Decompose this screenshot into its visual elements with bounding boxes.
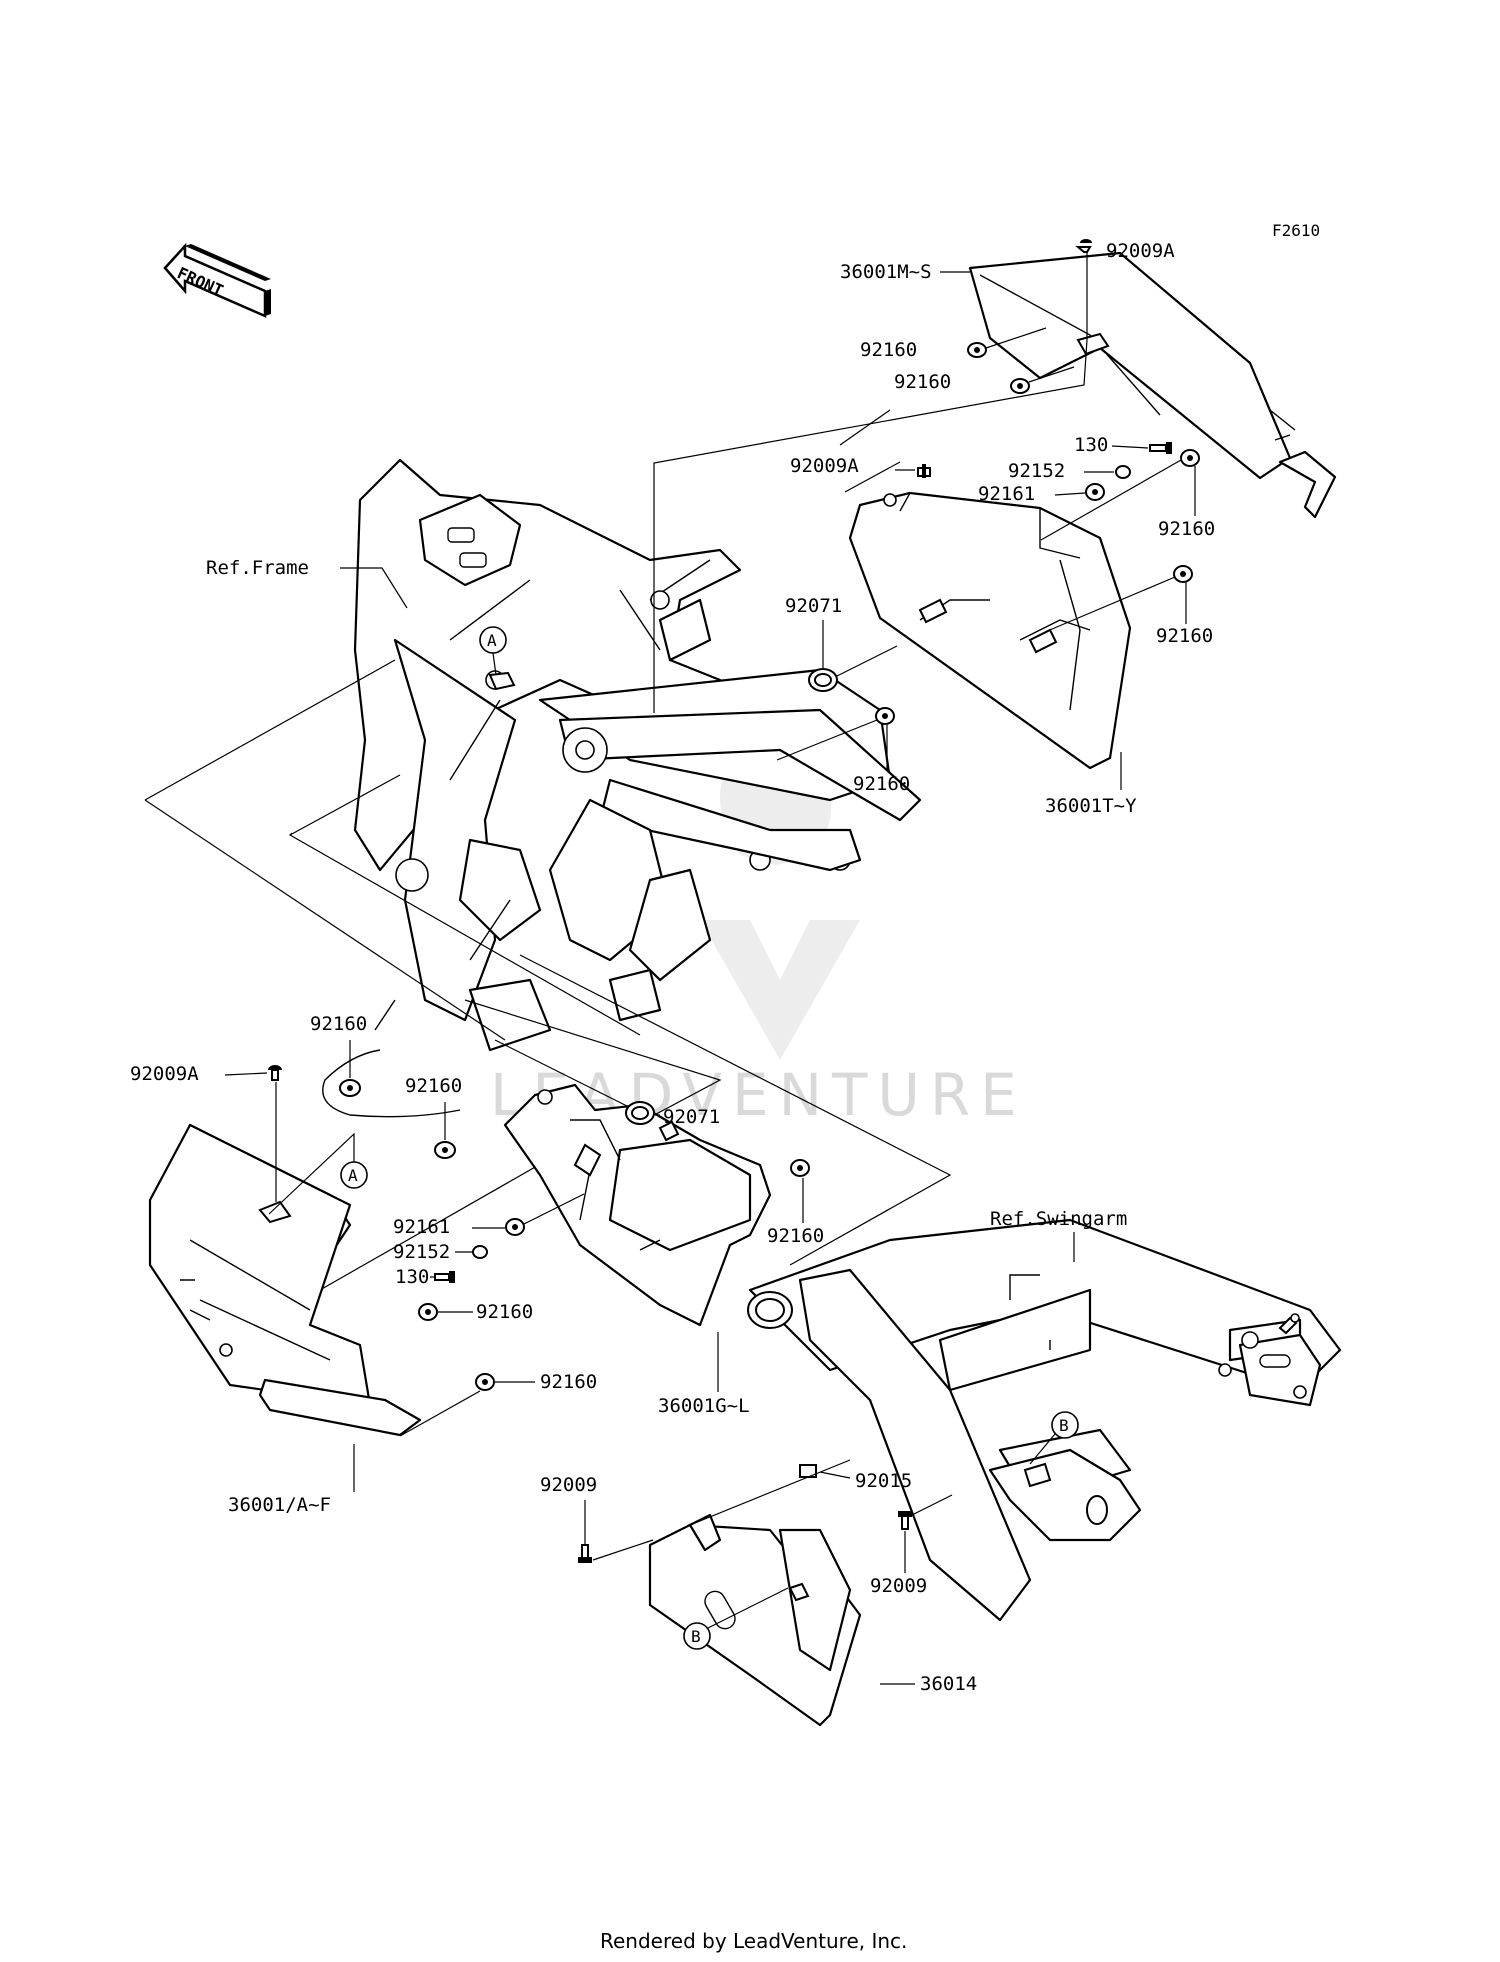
grommet-92071-top-icon [808, 668, 838, 692]
leader-92161-top [1054, 492, 1086, 496]
marker-a-lower-label: A [348, 1166, 358, 1185]
frame-drawing [322, 458, 922, 1118]
bolt-92009-l-icon [578, 1544, 592, 1563]
damper-92161-top-icon [1085, 483, 1105, 501]
callout-92161-low: 92161 [393, 1216, 450, 1238]
ref-frame-label: Ref.Frame [206, 557, 309, 579]
grommet-92160-top2-icon [1010, 378, 1030, 394]
callout-130-top: 130 [1074, 434, 1108, 456]
callout-92160-r1: 92160 [1158, 518, 1215, 540]
grommet-92160-l2-icon [434, 1141, 456, 1159]
grommet-92071-low-icon [625, 1101, 655, 1125]
diagram-code: F2610 [1272, 221, 1320, 240]
callout-92009-l: 92009 [540, 1474, 597, 1496]
grommet-92160-l1-icon [339, 1079, 361, 1097]
side-cover-upper-right [968, 251, 1337, 519]
bolt-130-low-icon [434, 1271, 455, 1283]
grommet-92160-r1-icon [1180, 449, 1200, 467]
callout-92160-low2: 92160 [540, 1371, 597, 1393]
callout-36001t-y: 36001T~Y [1045, 795, 1137, 817]
leader-92160-top2 [1028, 366, 1075, 383]
callout-92071-low: 92071 [663, 1106, 720, 1128]
bolt-130-top-icon [1149, 442, 1172, 454]
callout-92160-top1: 92160 [860, 339, 917, 361]
footer-credit: Rendered by LeadVenture, Inc. [600, 1929, 907, 1953]
leader-92009-r-b [911, 1494, 953, 1516]
grommet-92160-low-r-icon [790, 1159, 810, 1177]
grommet-92160-r2-icon [1173, 565, 1193, 583]
marker-b-right: B [1029, 1411, 1079, 1465]
screw-92009a-mid-icon [917, 464, 931, 478]
leader-92160-r1-b [1040, 459, 1182, 541]
callout-92009a-left: 92009A [130, 1063, 199, 1085]
chain-cover-drawing [648, 1459, 862, 1727]
marker-a-upper-label: A [487, 631, 497, 650]
callout-92160-l1: 92160 [310, 1013, 367, 1035]
callout-36001-a-f: 36001/A~F [228, 1494, 331, 1516]
callout-36014: 36014 [920, 1673, 977, 1695]
marker-b-lower-label: B [691, 1627, 701, 1646]
ref-swingarm-label: Ref.Swingarm [990, 1208, 1127, 1230]
marker-a-upper: A [479, 626, 516, 691]
callout-92160-r2: 92160 [1156, 625, 1213, 647]
leader-92160-low2-b [399, 1390, 481, 1437]
side-cover-lower-left [148, 1123, 422, 1437]
leader-92015 [819, 1471, 851, 1479]
marker-a-lower: A [268, 1132, 368, 1215]
callout-92009a-top: 92009A [1106, 240, 1175, 262]
callout-130-low: 130 [395, 1266, 429, 1288]
callout-92152-low: 92152 [393, 1241, 450, 1263]
damper-92161-low-icon [505, 1218, 525, 1236]
grommet-92160-low2-icon [475, 1373, 495, 1391]
callout-36001m-s: 36001M~S [840, 261, 932, 283]
side-cover-mid-right [848, 491, 1132, 770]
guide-lines-center [289, 774, 641, 1036]
callout-36001g-l: 36001G~L [658, 1395, 750, 1417]
front-arrow-icon: FRONT [163, 242, 271, 318]
swingarm-drawing [747, 1218, 1342, 1622]
leader-92009a-top [653, 252, 1088, 713]
callout-92009a-mid: 92009A [790, 455, 859, 477]
leader-92160-top1 [985, 327, 1047, 349]
callout-92160-mid: 92160 [853, 773, 910, 795]
grommet-92160-top1-icon [967, 342, 987, 358]
guide-lines-c [519, 954, 952, 1266]
callout-92160-low-r: 92160 [767, 1225, 824, 1247]
callout-92160-top2: 92160 [894, 371, 951, 393]
screw-92009a-left-icon [268, 1065, 282, 1081]
grommet-92160-low1-icon [418, 1303, 438, 1321]
callout-92161-top: 92161 [978, 483, 1035, 505]
leader-130-top [1111, 445, 1149, 449]
collar-92152-low-icon [472, 1245, 488, 1259]
marker-b-right-label: B [1059, 1416, 1069, 1435]
leader-92160-r2-b [1044, 576, 1176, 633]
leader-top-diagonals [839, 409, 901, 493]
callout-92071-top: 92071 [785, 595, 842, 617]
leader-92071-top-b [836, 645, 898, 677]
callout-92160-low1: 92160 [476, 1301, 533, 1323]
grommet-92160-mid-icon [875, 707, 895, 725]
callout-92152-top: 92152 [1008, 460, 1065, 482]
callout-92015: 92015 [855, 1470, 912, 1492]
marker-b-lower: B [683, 1587, 789, 1650]
leader-92009-l-b [592, 1539, 654, 1561]
ref-frame-leader [340, 567, 408, 609]
collar-92152-top-icon [1115, 465, 1131, 479]
callout-92160-l2: 92160 [405, 1075, 462, 1097]
guide-lines-left [144, 659, 506, 1041]
leader-92009a-left-a [224, 1072, 268, 1076]
screw-92009a-top-icon [1075, 239, 1092, 253]
bolt-92009-r-icon [898, 1511, 912, 1530]
callout-92009-r: 92009 [870, 1575, 927, 1597]
side-cover-lower-center [503, 1083, 772, 1327]
leader-92161-low-b [523, 1193, 585, 1225]
leader-92160-mid-b [776, 719, 878, 761]
